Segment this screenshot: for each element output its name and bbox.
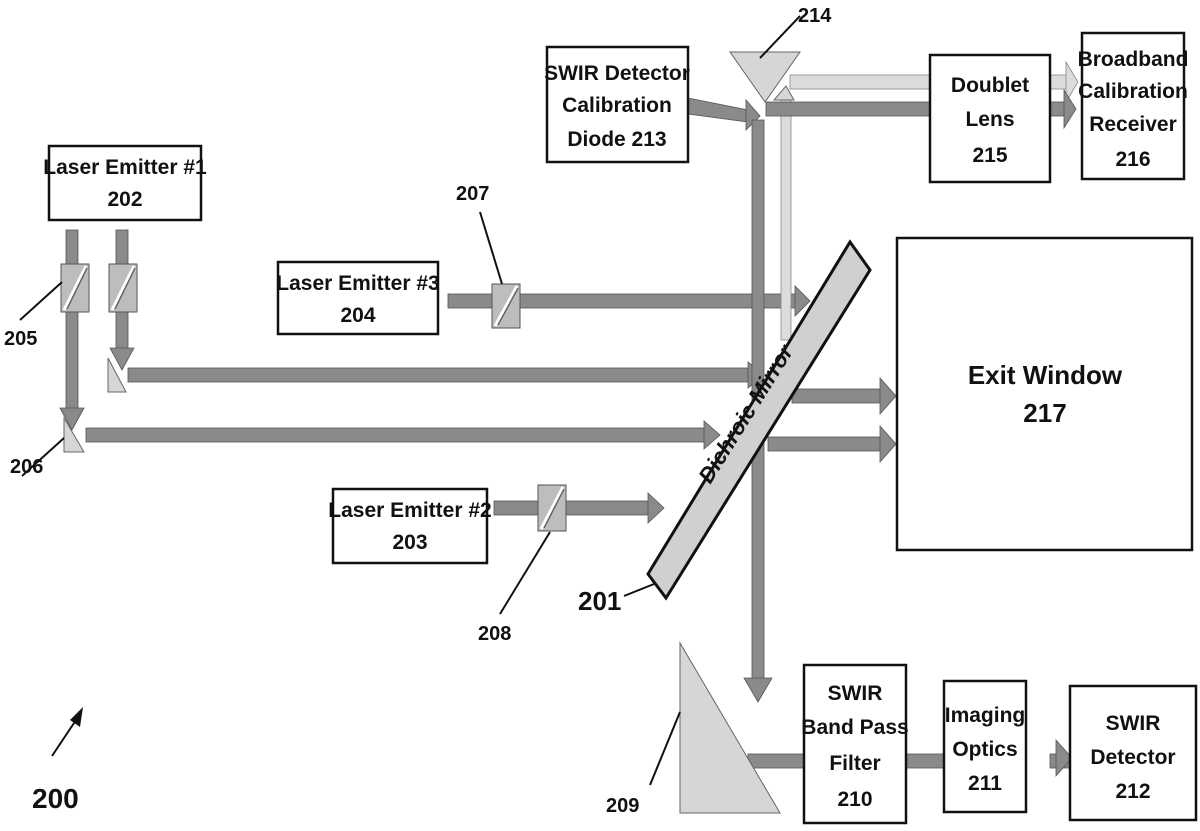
beam-vertical-light — [780, 99, 792, 341]
laser-emitter-3-title: Laser Emitter #3 — [276, 272, 439, 295]
beam-splitter-205 — [60, 263, 90, 313]
beam-emitter2 — [493, 500, 651, 516]
broadband-receiver-ref: 216 — [1115, 148, 1150, 171]
leader-201 — [623, 583, 655, 597]
beam-to-exit-upper — [791, 388, 883, 404]
swir-detector-ref: 212 — [1115, 780, 1150, 803]
broadband-receiver-line2: Calibration — [1078, 80, 1188, 103]
broadband-receiver-line1: Broadband — [1078, 48, 1189, 71]
beam-emitter3-arrowhead — [794, 285, 811, 317]
leader-206 — [21, 437, 65, 477]
beam-lower-horizontal-arrowhead — [703, 420, 721, 450]
swir-bandpass-filter-box: SWIR Band Pass Filter 210 — [801, 663, 909, 825]
imaging-optics-line1: Imaging — [945, 704, 1026, 727]
figure-200-arrowhead-icon — [70, 707, 83, 727]
leader-205 — [19, 281, 63, 321]
ref-209: 209 — [606, 795, 639, 817]
swir-detector-line1: SWIR — [1106, 712, 1161, 735]
laser-emitter-2-ref: 203 — [392, 531, 427, 554]
beam-light-to-receiver — [1049, 74, 1069, 90]
beam-splitter-208 — [537, 484, 567, 532]
fold-mirror-upper — [107, 357, 127, 393]
imaging-optics-ref: 211 — [968, 772, 1002, 795]
swir-bandpass-line2: Band Pass — [801, 716, 908, 739]
beam-emitter2-arrowhead — [647, 492, 665, 524]
exit-window-title: Exit Window — [968, 360, 1123, 390]
fold-mirror-206 — [63, 416, 85, 453]
figure-200-arrow-line — [51, 719, 77, 757]
leader-209 — [649, 711, 681, 786]
doublet-lens-ref: 215 — [972, 144, 1007, 167]
leader-207 — [479, 211, 503, 285]
doublet-lens-line1: Doublet — [951, 74, 1029, 97]
swir-cal-diode-line2: Calibration — [562, 94, 672, 117]
beam-dark-receiver-arrowhead — [1063, 88, 1077, 130]
laser-emitter-3-box: Laser Emitter #3 204 — [276, 260, 440, 336]
laser-emitter-2-box: Laser Emitter #2 203 — [328, 487, 492, 565]
ref-207: 207 — [456, 183, 489, 205]
beam-emitter1-right-arrowhead — [109, 347, 135, 371]
beam-light-to-doublet — [789, 74, 931, 90]
exit-window-ref: 217 — [1023, 398, 1066, 428]
beam-to-exit-upper-arrowhead — [879, 376, 897, 416]
beam-detector-arrowhead-base — [1055, 738, 1073, 778]
swir-cal-diode-line1: SWIR Detector — [544, 62, 690, 85]
doublet-lens-box: Doublet Lens 215 — [928, 53, 1052, 184]
ref-201: 201 — [578, 586, 621, 616]
imaging-optics-box: Imaging Optics 211 — [942, 679, 1028, 814]
ref-208: 208 — [478, 623, 511, 645]
leader-208 — [499, 531, 551, 615]
beam-vertical-main-arrowhead — [743, 677, 773, 703]
laser-emitter-1-ref: 202 — [107, 188, 142, 211]
beam-to-exit-lower-arrowhead — [879, 424, 897, 464]
laser-emitter-3-ref: 204 — [340, 304, 375, 327]
swir-bandpass-line1: SWIR — [828, 682, 883, 705]
beam-emitter1-left — [65, 229, 79, 411]
imaging-optics-line2: Optics — [952, 738, 1017, 761]
beam-dark-to-doublet — [765, 101, 931, 117]
figure-ref-200: 200 — [32, 783, 79, 814]
beam-emitter1-upper-horizontal — [127, 367, 751, 383]
laser-emitter-1-title: Laser Emitter #1 — [43, 156, 207, 179]
prism-214-small — [772, 85, 795, 101]
swir-detector-line2: Detector — [1090, 746, 1175, 769]
leader-214 — [759, 15, 801, 59]
beam-light-receiver-arrowhead — [1065, 60, 1079, 104]
beam-to-exit-lower — [767, 436, 883, 452]
beam-splitter-207 — [491, 283, 521, 329]
ref-206: 206 — [10, 456, 43, 478]
ref-214: 214 — [798, 5, 832, 27]
swir-cal-diode-line3: Diode 213 — [567, 128, 666, 151]
exit-window-box: Exit Window 217 — [895, 236, 1194, 552]
broadband-calibration-receiver-box: Broadband Calibration Receiver 216 — [1078, 31, 1189, 181]
ref-205: 205 — [4, 328, 37, 350]
swir-bandpass-ref: 210 — [837, 788, 872, 811]
laser-emitter-2-title: Laser Emitter #2 — [328, 499, 491, 522]
doublet-lens-line2: Lens — [965, 108, 1014, 131]
beam-emitter1-lower-horizontal — [85, 427, 707, 443]
beam-emitter1-left-arrowhead — [59, 407, 85, 431]
beam-cal-diode — [687, 97, 749, 123]
swir-detector-box: SWIR Detector 212 — [1068, 684, 1198, 822]
laser-emitter-1-box: Laser Emitter #1 202 — [43, 144, 207, 222]
swir-bandpass-line3: Filter — [829, 752, 880, 775]
broadband-receiver-line3: Receiver — [1089, 113, 1177, 136]
beam-splitter-emitter1-right — [108, 263, 138, 313]
swir-calibration-diode-box: SWIR Detector Calibration Diode 213 — [544, 45, 690, 164]
prism-209 — [679, 641, 781, 814]
